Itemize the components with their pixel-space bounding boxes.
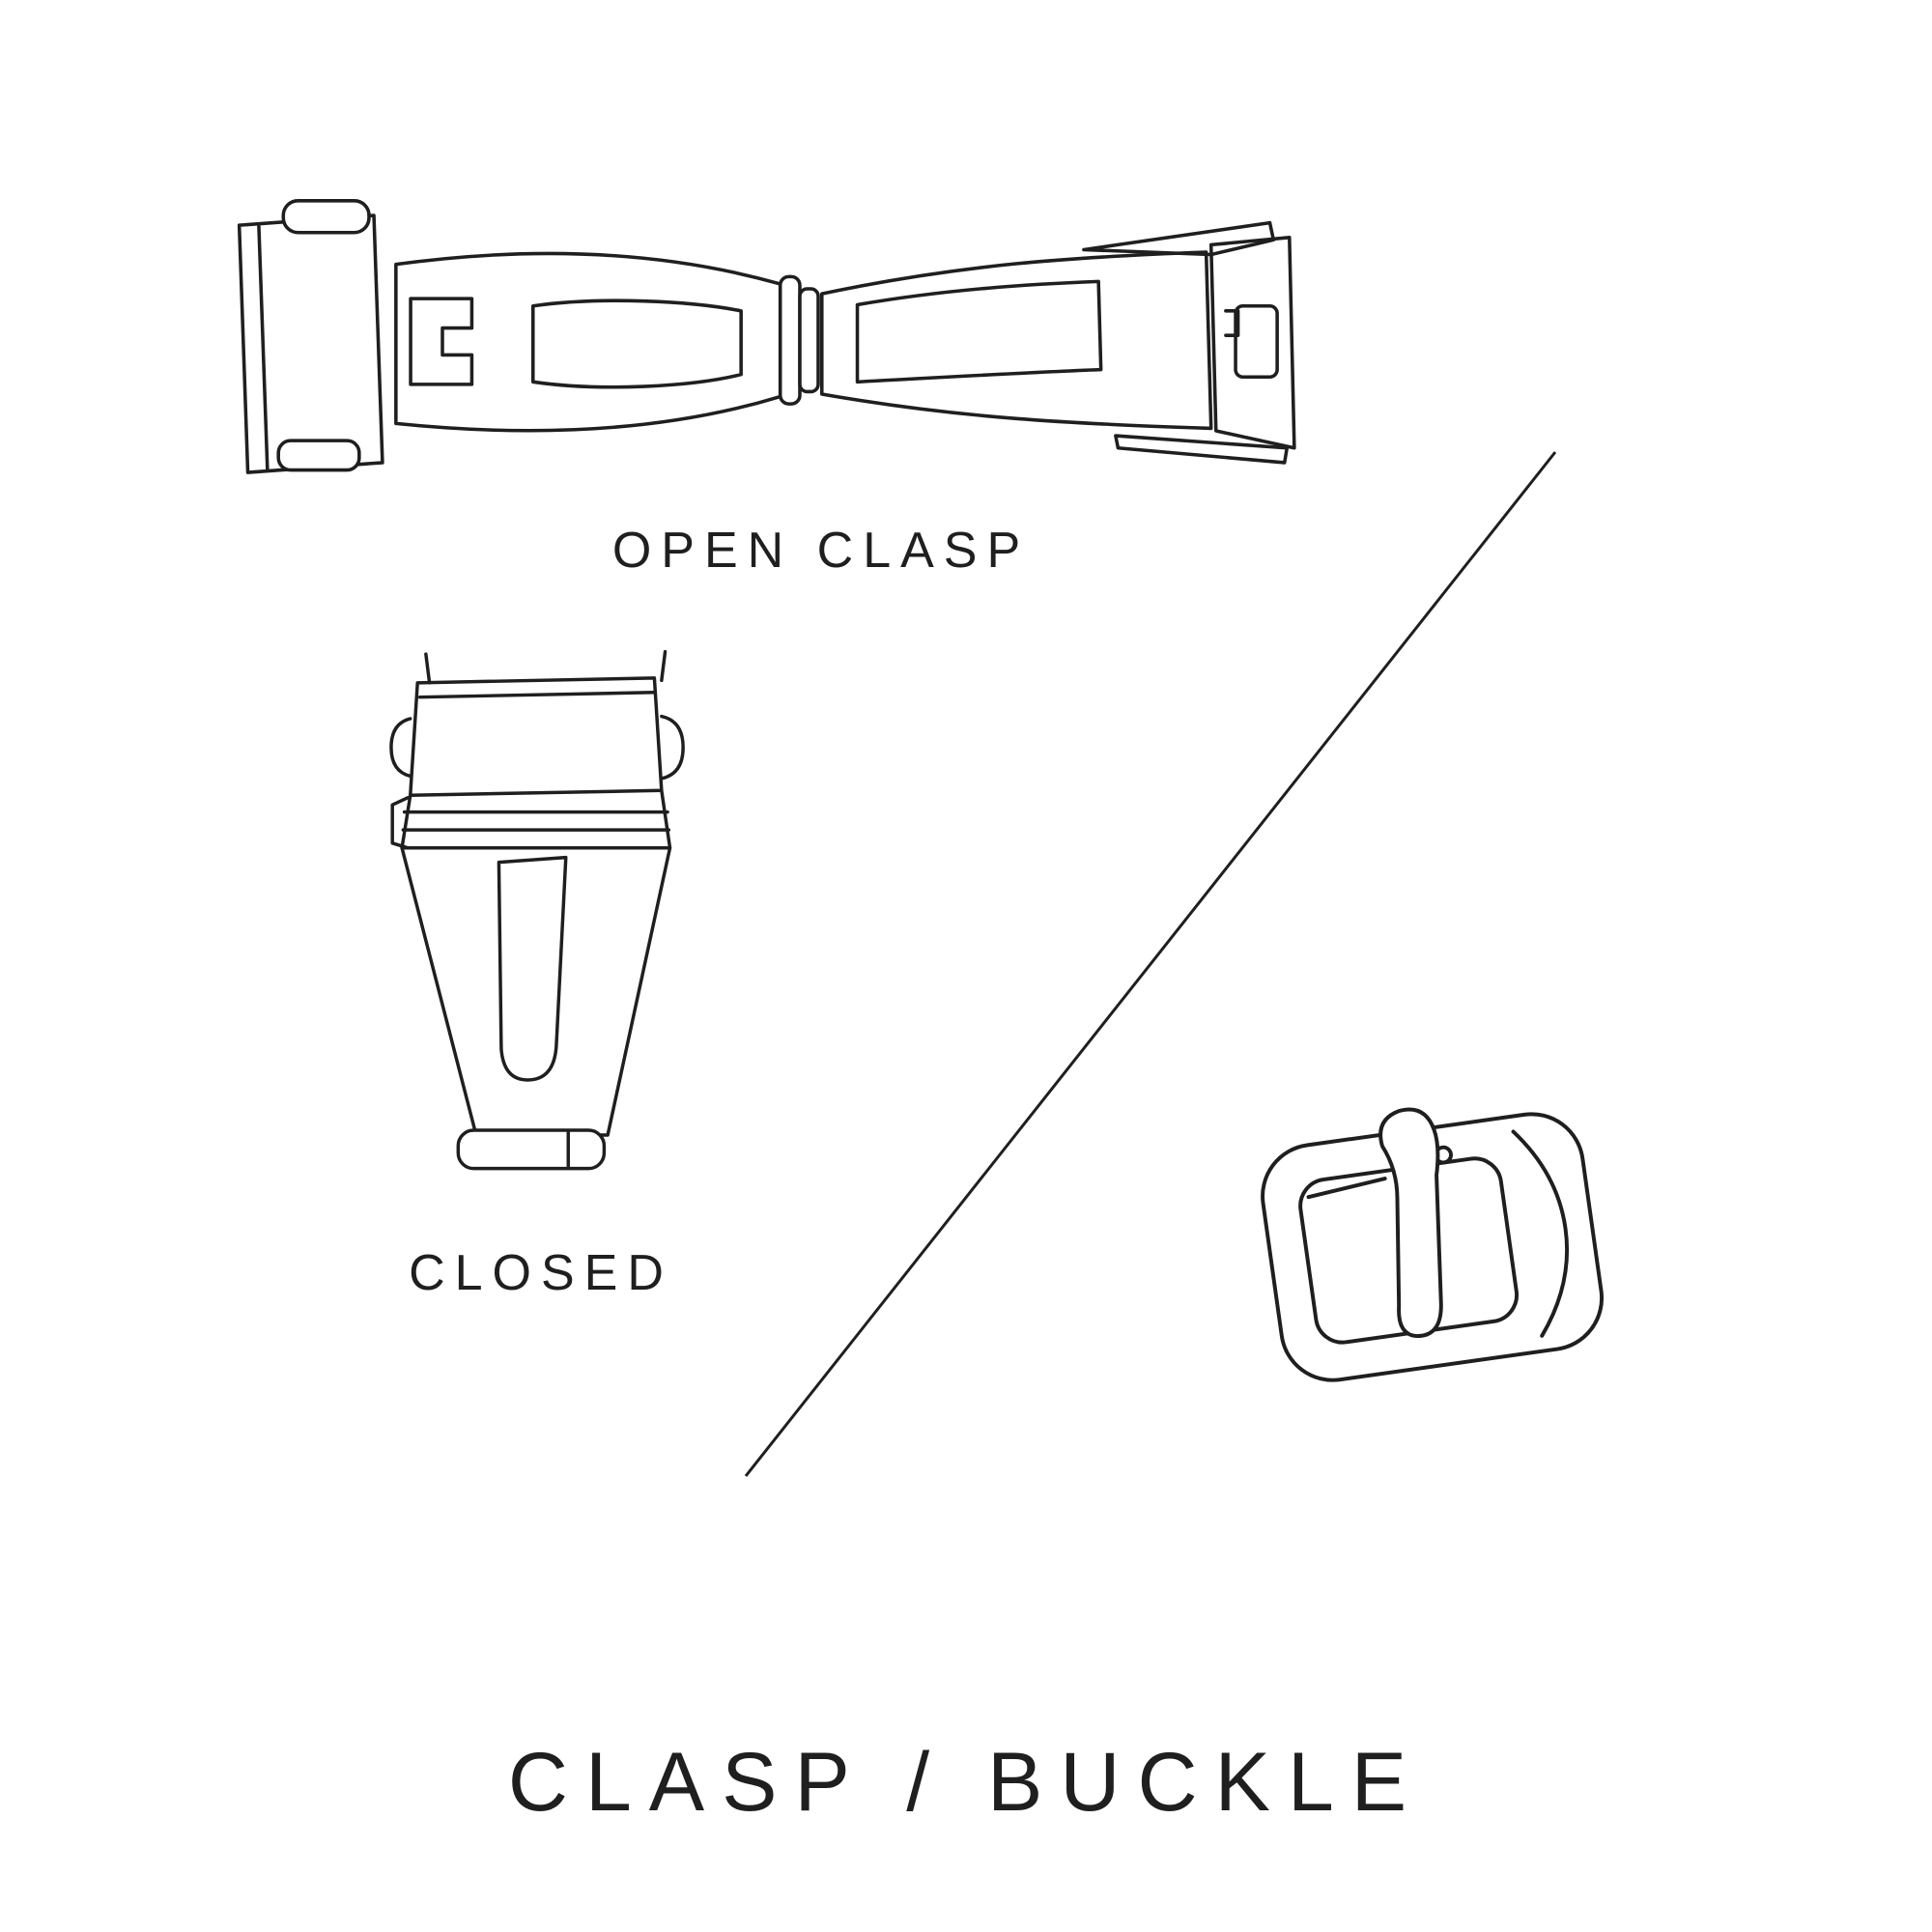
- tang-buckle-illustration: [1261, 1107, 1605, 1382]
- open-clasp-label: OPEN CLASP: [611, 523, 1031, 579]
- closed-clasp-illustration: [389, 649, 685, 1171]
- open-clasp-illustration: [237, 199, 1296, 474]
- closed-clasp-figure: [386, 649, 697, 1200]
- right-blade: [820, 220, 1296, 465]
- closed-clasp-body: [389, 649, 685, 1171]
- buckle-frame: [1261, 1107, 1605, 1382]
- open-clasp-figure: [227, 188, 1304, 495]
- center-hinge: [778, 274, 820, 406]
- buckle-spring-bar: [1306, 1177, 1387, 1200]
- closed-clasp-label: CLOSED: [409, 1245, 673, 1301]
- buckle-tang: [1378, 1107, 1443, 1339]
- left-blade: [394, 251, 782, 433]
- page-title: CLASP / BUCKLE: [507, 1736, 1425, 1829]
- left-end-link: [237, 199, 384, 474]
- tang-buckle-figure: [1236, 1087, 1637, 1411]
